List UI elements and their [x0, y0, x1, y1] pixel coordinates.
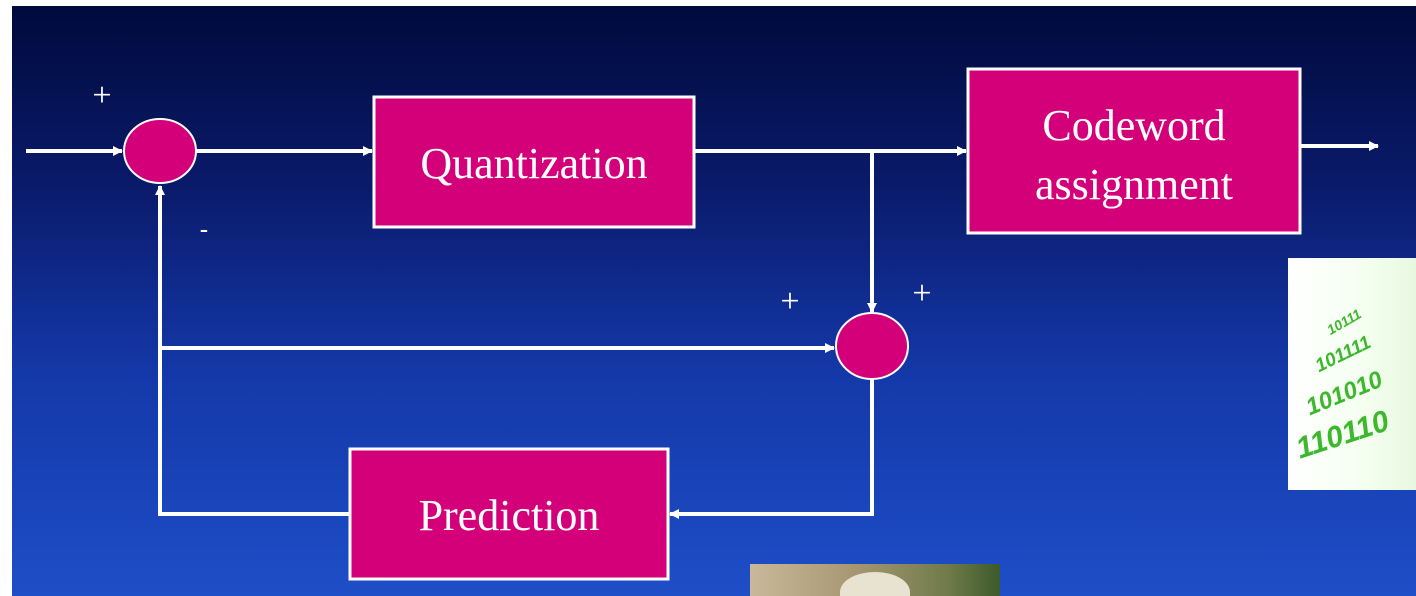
subtractor-node	[123, 118, 197, 184]
prediction-feedback-line	[155, 185, 350, 516]
prediction-label: Prediction	[419, 491, 600, 540]
portrait-photo	[750, 564, 1000, 596]
dpcm-block-diagram: Quantization Codeword assignment Predict…	[26, 67, 1379, 581]
adder-top-plus-sign: +	[912, 275, 931, 312]
codeword-label-line1: Codeword	[1042, 101, 1225, 150]
input-plus-sign: +	[92, 77, 111, 114]
binary-digits-row1: 110110	[1292, 404, 1394, 466]
codeword-label-line2: assignment	[1035, 160, 1233, 209]
quantization-label: Quantization	[420, 139, 647, 188]
binary-code-image: 110110 101010 101111 10111	[1288, 258, 1416, 490]
adder-left-plus-sign: +	[780, 283, 799, 320]
adder-node	[835, 312, 909, 380]
binary-digits-row4: 10111	[1324, 305, 1364, 338]
quantization-block	[372, 95, 696, 229]
slide-background: Quantization Codeword assignment Predict…	[12, 6, 1416, 596]
feedback-minus-sign: -	[200, 214, 209, 244]
codeword-assignment-block	[966, 67, 1302, 235]
adder-to-prediction-line	[669, 379, 874, 519]
prediction-block	[348, 447, 670, 581]
portrait-hair	[840, 572, 910, 596]
